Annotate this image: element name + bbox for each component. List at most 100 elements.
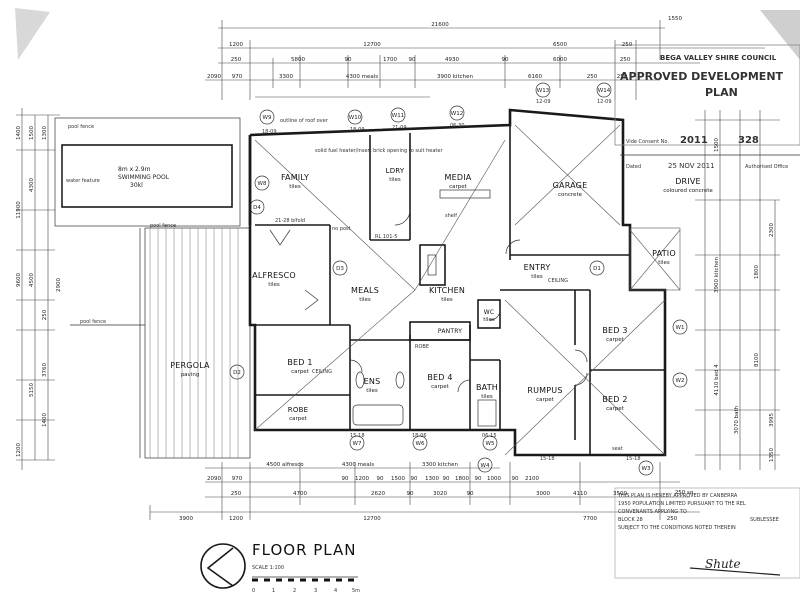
tag-d4: D4: [253, 205, 261, 211]
dim-left-1: 1500: [29, 126, 35, 140]
room-media-finish: carpet: [449, 184, 468, 190]
pool-water-feature: water feature: [66, 178, 100, 184]
scale-tick-4: 4: [334, 588, 337, 594]
dim-bot-r2-3: 1200: [355, 476, 369, 482]
tag-w14: W14: [598, 88, 611, 94]
top-dimension-lines: [205, 20, 765, 100]
dim-bot-r4-1: 1200: [229, 516, 243, 522]
dim-bot-r2-2: 90: [342, 476, 349, 482]
room-entry: ENTRY: [524, 263, 551, 272]
size-w9: 18-09: [262, 129, 277, 135]
dim-bot-r1-1: 4300 meals: [342, 462, 374, 468]
size-w12: 06-30: [450, 123, 465, 129]
pool-volume: 30kl: [130, 182, 143, 189]
footer-line2: 1950 POPULATION LIMITED PURSUANT TO THE …: [618, 501, 746, 507]
stamp-consent-label: Vide Consent No.: [626, 139, 669, 145]
dim-left-3: 4300: [29, 178, 35, 192]
tag-w11: W11: [392, 113, 404, 119]
room-pergola-finish: paving: [181, 372, 200, 378]
dim-bot-sq: 250 sq.: [675, 490, 696, 496]
dim-left-11: 1400: [42, 413, 48, 427]
stamp-dated: 25 NOV 2011: [668, 162, 715, 170]
scan-corner-tr: [760, 10, 800, 60]
dim-bot-r2-9: 1800: [455, 476, 469, 482]
dim-bot-r3-5: 90: [467, 491, 474, 497]
dim-bot-r2-5: 1500: [391, 476, 405, 482]
dim-right-7: 2300: [769, 223, 775, 237]
room-bed-2: BED 2: [602, 395, 627, 404]
dim-bot-r3-3: 90: [407, 491, 414, 497]
size-w4: 15-18: [540, 456, 555, 462]
room-drive-finish: coloured concrete: [663, 188, 713, 194]
room-bath: BATH: [476, 383, 498, 392]
dim-bot-r2-6: 90: [411, 476, 418, 482]
tag-w4: W4: [481, 463, 490, 469]
scan-corner-tl: [15, 8, 50, 60]
footer-line1: THIS PLAN IS HEREBY APPROVED BY CANBERRA: [617, 493, 738, 499]
room-meals-finish: tiles: [359, 297, 371, 303]
room-alfresco: ALFRESCO: [252, 271, 296, 280]
scale-tick-2: 2: [293, 588, 296, 594]
dim-top-r2-0: 1200: [229, 42, 243, 48]
scale-tick-1: 1: [272, 588, 275, 594]
dim-overall: 21600: [431, 22, 449, 28]
room-bed-3-finish: carpet: [606, 337, 625, 343]
room-bed-3: BED 3: [602, 326, 627, 335]
dim-left-6: 250: [42, 309, 48, 320]
dim-top-r4-6: 250: [587, 74, 598, 80]
dim-left-4: 11900: [16, 201, 22, 219]
room-bed-2-finish: carpet: [606, 406, 625, 412]
dim-top-r2-4: 1550: [668, 16, 682, 22]
dim-right-2: 4110 bed 4: [714, 364, 720, 396]
room-robe: ROBE: [288, 406, 308, 414]
room-ensuite-finish: tiles: [366, 388, 378, 394]
scale-tick-5: 5m: [352, 588, 360, 594]
footer-line5: SUBJECT TO THE CONDITIONS NOTED THEREIN: [618, 525, 736, 531]
room-bath-finish: tiles: [481, 394, 493, 400]
dim-top-r3-4: 90: [409, 57, 416, 63]
footer-signature: Shute: [705, 557, 741, 571]
note-rl: RL 101-5: [375, 234, 397, 240]
scale-tick-3: 3: [314, 588, 317, 594]
dim-top-r3-3: 1700: [383, 57, 397, 63]
dim-top-r3-8: 250: [620, 57, 631, 63]
note-fireplace: solid fuel heater/insert brick opening t…: [315, 148, 443, 154]
room-family-finish: tiles: [289, 184, 301, 190]
size-w13: 12-09: [536, 99, 551, 105]
dim-bot-r2-1: 970: [232, 476, 243, 482]
bottom-dimension-lines: [149, 462, 700, 520]
tag-w9: W9: [263, 115, 272, 121]
size-w3: 15-18: [626, 456, 641, 462]
room-rumpus-finish: carpet: [536, 397, 555, 403]
note-robe: ROBE: [415, 344, 429, 350]
footer-note-box: [614, 487, 800, 579]
size-w14: 12-09: [597, 99, 612, 105]
tag-w7: W7: [353, 441, 362, 447]
note-roof-outline: outline of roof over: [280, 118, 329, 124]
room-laundry-finish: tiles: [389, 177, 401, 183]
dim-top-r3-5: 4930: [445, 57, 459, 63]
dim-right-0: 1500: [714, 138, 720, 152]
scale-tick-0: 0: [252, 588, 255, 594]
dim-bot-r2-11: 1000: [487, 476, 501, 482]
plan-scale: SCALE 1:100: [252, 565, 284, 571]
dim-top-r3-1: 5800: [291, 57, 305, 63]
tag-w8: W8: [258, 181, 267, 187]
stamp-consent-suffix: 328: [738, 135, 759, 146]
dim-bot-r4-4: 250: [667, 516, 678, 522]
stamp-consent-no: 2011: [680, 135, 708, 146]
dim-bot-r4-3: 7700: [583, 516, 597, 522]
tag-w3: W3: [642, 466, 651, 472]
dim-right-6: 3995: [769, 413, 775, 427]
room-bed-4: BED 4: [427, 373, 452, 382]
room-ensuite: ENS: [364, 377, 381, 386]
room-drive: DRIVE: [675, 177, 701, 186]
dim-top-r4-3: 4300 meals: [346, 74, 378, 80]
dim-bot-r2-7: 1300: [425, 476, 439, 482]
ensuite-fixtures: [352, 189, 497, 427]
room-entry-finish: tiles: [531, 274, 543, 280]
room-wc-finish: tiles: [483, 317, 495, 323]
dim-top-r2-3: 250: [622, 42, 633, 48]
footer-line3: CONVENANTS APPLYING TO: [618, 509, 687, 515]
dim-right-4: 8100: [754, 353, 760, 367]
